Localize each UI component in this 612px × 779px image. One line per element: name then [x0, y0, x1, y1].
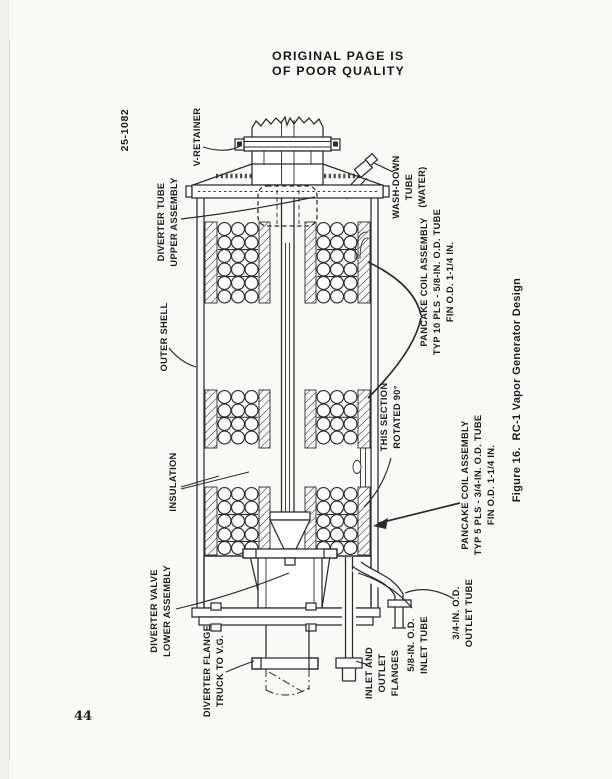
outlet-elbow-tube: [351, 560, 412, 629]
label-inlet-outlet-flanges: INLET AND OUTLET FLANGES: [364, 647, 400, 699]
label-inlet-tube: 5/8-IN. O.D. INLET TUBE: [406, 616, 429, 674]
drawing-number: 25-1082: [119, 109, 131, 152]
leader-diverter-upper: [180, 196, 316, 220]
leader-diverter-flange: [225, 660, 255, 673]
label-pancake-coil-typ10: PANCAKE COIL ASSEMBLY TYP 10 PLS - 5/8-I…: [419, 209, 455, 355]
label-text: TRUCK TO V.G.: [215, 635, 225, 707]
phantom-outline: [265, 669, 310, 696]
label-diverter-valve-lower: DIVERTER VALVE LOWER ASSEMBLY: [149, 565, 172, 657]
label-text: OUTLET: [377, 653, 387, 692]
label-text: OUTLET TUBE: [464, 579, 474, 647]
leader-pancake10-lower: [367, 317, 422, 399]
label-text: DIVERTER FLANGE: [202, 625, 212, 717]
leader-lines: [168, 145, 461, 673]
stamp-line-1: ORIGINAL PAGE IS: [272, 49, 404, 63]
leader-wash-down: [373, 162, 394, 173]
leader-v-retainer: [202, 145, 241, 151]
v-retainer-band: [234, 136, 341, 152]
upper-housing: [251, 150, 324, 186]
label-text: INSULATION: [168, 452, 178, 511]
stamp-original-page: ORIGINAL PAGE IS OF POOR QUALITY: [272, 49, 405, 78]
pancake-coil-banks: [204, 221, 371, 556]
label-text: FIN O.D. 1-1/4 IN.: [486, 445, 496, 525]
label-pancake-coil-typ5: PANCAKE COIL ASSEMBLY TYP 5 PLS - 3/4-IN…: [460, 415, 496, 556]
label-text: 3/4-IN. O.D.: [451, 586, 461, 639]
inlet-tube-run: [335, 557, 363, 682]
label-this-section-rotated: THIS SECTION ROTATED 90°: [379, 383, 402, 452]
diverter-truck-pipe: [251, 625, 319, 696]
vapor-generator-cross-section: [185, 115, 412, 696]
label-text: TYP 5 PLS - 3/4-IN. O.D. TUBE: [473, 415, 483, 556]
right-header-tube: [352, 448, 366, 487]
label-text: FLANGES: [390, 650, 400, 697]
leader-outlet-tube: [404, 589, 455, 600]
label-diverter-flange-truck: DIVERTER FLANGE TRUCK TO V.G.: [202, 625, 225, 717]
leader-inlet-tube: [357, 572, 413, 609]
leader-this-section: [363, 457, 392, 508]
top-flange: [185, 184, 390, 199]
label-text: THIS SECTION: [379, 383, 389, 452]
leader-io-flanges: [355, 660, 367, 665]
label-text: INLET AND: [364, 647, 374, 699]
label-text: TYP 10 PLS - 5/8-IN. O.D. TUBE: [432, 209, 442, 355]
diverter-valve-lower-body: [242, 548, 338, 609]
label-text: FIN O.D. 1-1/4 IN.: [445, 242, 455, 322]
central-diverter-tube: [280, 198, 295, 512]
label-v-retainer: V-RETAINER: [192, 108, 202, 167]
leader-insulation-2: [180, 471, 250, 490]
label-text: TUBE: [404, 174, 414, 201]
label-text: (WATER): [417, 166, 427, 207]
bottom-flange-plates: [191, 602, 381, 632]
label-outer-shell: OUTER SHELL: [159, 303, 169, 372]
page-number: 44: [74, 709, 92, 724]
coil-connection-hook: [354, 231, 369, 260]
leader-insulation-1: [180, 475, 220, 488]
figure-caption: Figure 16. RC-1 Vapor Generator Design: [511, 278, 523, 502]
top-cone: [192, 163, 383, 186]
label-text: DIVERTER VALVE: [149, 569, 159, 652]
label-text: PANCAKE COIL ASSEMBLY: [460, 420, 470, 550]
label-outlet-tube: 3/4-IN. O.D. OUTLET TUBE: [451, 579, 474, 647]
label-text: INLET TUBE: [419, 616, 429, 674]
label-text: OUTER SHELL: [159, 303, 169, 372]
page-edge-shadow: [0, 0, 11, 779]
label-wash-down-tube: WASH-DOWN TUBE (WATER): [391, 155, 427, 218]
label-text: WASH-DOWN: [391, 155, 401, 218]
label-text: UPPER ASSEMBLY: [169, 177, 179, 267]
label-text: PANCAKE COIL ASSEMBLY: [419, 217, 429, 347]
stamp-line-2: OF POOR QUALITY: [272, 64, 405, 78]
label-text: ROTATED 90°: [392, 385, 402, 449]
label-text: 5/8-IN. O.D.: [406, 618, 416, 671]
label-text: DIVERTER TUBE: [156, 183, 166, 262]
diverter-tube-upper-dashed: [257, 185, 318, 227]
leader-pancake10-upper: [367, 261, 422, 316]
leader-outer-shell: [168, 347, 197, 368]
leader-pancake5: [373, 502, 461, 529]
leader-diverter-valve: [175, 572, 290, 610]
label-diverter-tube-upper: DIVERTER TUBE UPPER ASSEMBLY: [156, 177, 179, 267]
label-insulation: INSULATION: [168, 452, 178, 511]
label-text: LOWER ASSEMBLY: [162, 565, 172, 657]
label-text: V-RETAINER: [192, 108, 202, 167]
torn-tube-top: [251, 115, 324, 137]
